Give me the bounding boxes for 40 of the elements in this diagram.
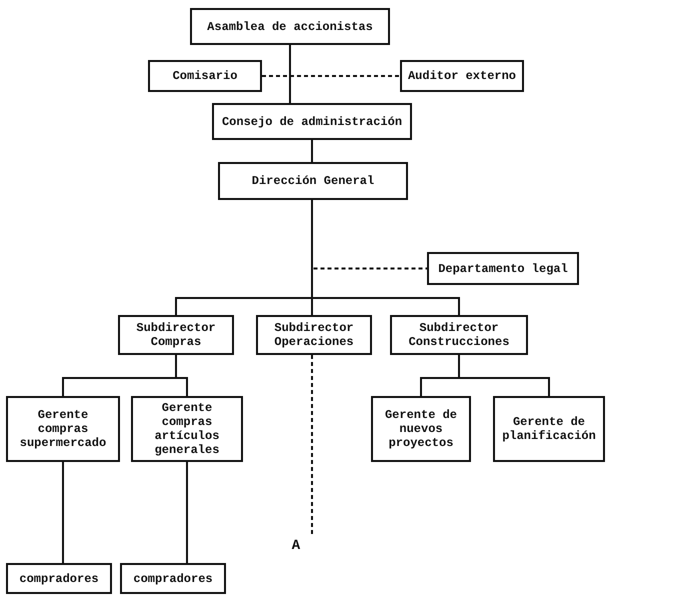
org-box-label: Comisario <box>172 69 238 83</box>
org-box <box>6 396 120 462</box>
dashed-connector <box>311 355 313 536</box>
org-box-label: Dirección General <box>252 174 374 188</box>
org-box <box>190 8 390 45</box>
connector-line <box>458 355 550 396</box>
dashed-connector <box>262 75 400 77</box>
org-box-label: Subdirector Compras <box>135 321 217 349</box>
connector-line <box>311 200 460 315</box>
org-box-label: Consejo de administración <box>222 114 402 128</box>
connector-line <box>62 462 64 563</box>
org-box <box>120 563 226 594</box>
org-box <box>218 162 408 200</box>
org-box-label: compradores <box>19 572 99 586</box>
org-box <box>131 396 243 462</box>
org-box <box>148 60 262 92</box>
connector-line <box>175 355 188 396</box>
org-box <box>256 315 372 355</box>
org-box-label: Departamento legal <box>438 262 568 276</box>
connector-line <box>311 140 313 162</box>
org-box-label: compradores <box>133 572 213 586</box>
org-box <box>400 60 524 92</box>
org-box <box>371 396 471 462</box>
org-box <box>493 396 605 462</box>
org-box-label: Gerente de nuevos proyectos <box>384 408 458 450</box>
org-box-label: Subdirector Construcciones <box>408 321 510 349</box>
org-box-label: Auditor externo <box>408 69 516 83</box>
org-box-label: Gerente de planificación <box>501 415 597 443</box>
org-box <box>6 563 112 594</box>
connector-line <box>289 45 291 103</box>
org-box <box>390 315 528 355</box>
org-box-label: Gerente compras supermercado <box>18 408 108 450</box>
org-box-label: Asamblea de accionistas <box>207 20 373 34</box>
org-box-label: Subdirector Operaciones <box>273 321 355 349</box>
org-box-label: Gerente compras artículos generales <box>154 401 220 457</box>
org-box <box>427 252 579 285</box>
continuation-label: A <box>286 536 306 556</box>
org-box <box>212 103 412 140</box>
connector-line <box>186 462 188 563</box>
org-box <box>118 315 234 355</box>
